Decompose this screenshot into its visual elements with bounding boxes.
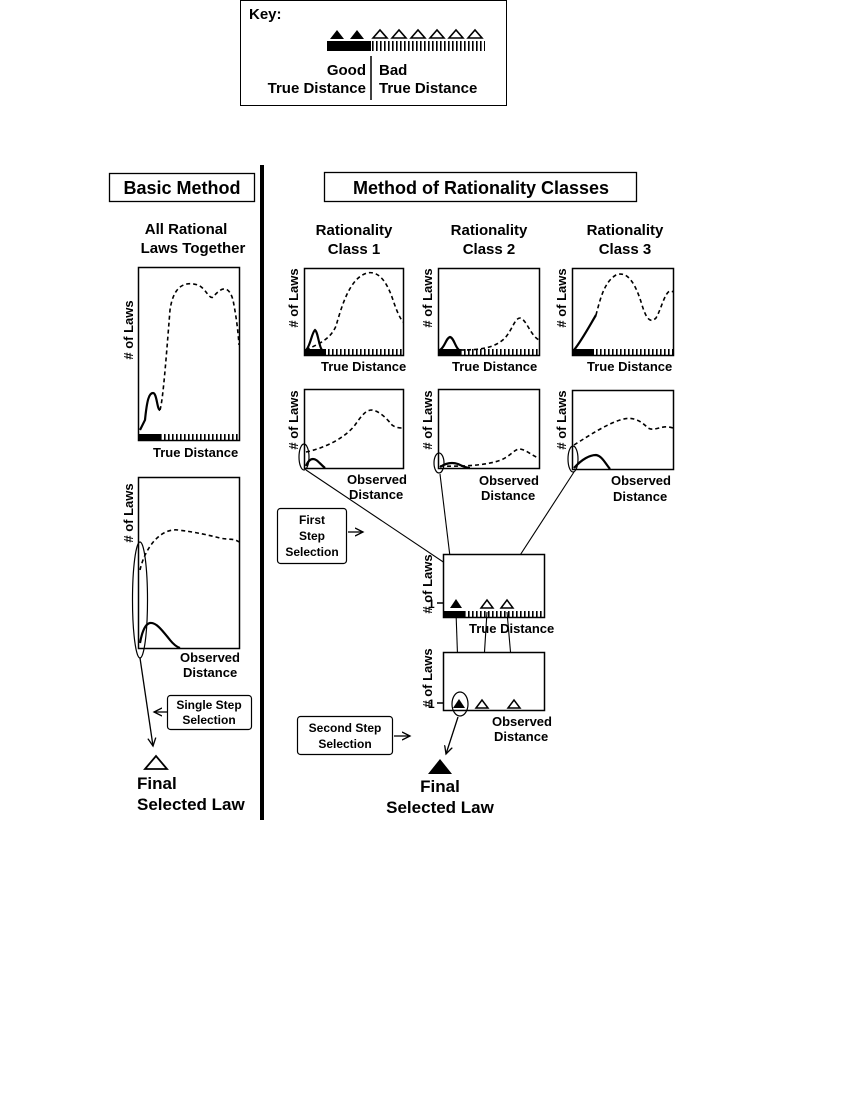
basic-observed-plot: # of Laws Observed Distance: [121, 476, 241, 680]
key-good-label-1: Good: [327, 62, 366, 79]
section-divider: [260, 165, 264, 820]
class-1-obs-ylabel: # of Laws: [286, 390, 301, 449]
single-step-label-2: Selection: [182, 713, 235, 727]
combined-true-good-law-icon: [450, 599, 462, 608]
class-1-true-plot: # of Laws True Distance: [286, 267, 406, 374]
class-2-true-xlabel: True Distance: [452, 359, 537, 374]
key-good-bar: [327, 41, 371, 51]
basic-true-xlabel: True Distance: [153, 445, 238, 460]
basic-true-plot: # of Laws True Distance: [121, 266, 241, 460]
class-1-title-1: Rationality: [316, 222, 393, 239]
class-1-obs-xlabel-2: Distance: [349, 487, 403, 502]
single-step-label-1: Single Step: [176, 698, 241, 712]
combined-obs-tick: 1: [428, 697, 435, 711]
second-step-selection-box: Second Step Selection: [296, 715, 394, 756]
class-1-true-xlabel: True Distance: [321, 359, 406, 374]
basic-subtitle-2: Laws Together: [141, 240, 246, 257]
class-2-obs-xlabel-1: Observed: [479, 473, 539, 488]
key-bad-label-2: True Distance: [379, 80, 477, 97]
class-3-obs-xlabel-2: Distance: [613, 489, 667, 504]
combined-obs-good-law-icon: [453, 699, 465, 708]
class-3-obs-ylabel: # of Laws: [554, 390, 569, 449]
combined-true-ylabel: # of Laws: [420, 554, 435, 613]
combined-true-tick: 1: [428, 597, 435, 611]
first-step-label-1: First: [299, 513, 325, 527]
combined-observed-plot: 1 # of Laws Observed Distance: [420, 648, 552, 744]
class-3-obs-xlabel-1: Observed: [611, 473, 671, 488]
combined-true-bad-law-icon: [479, 598, 495, 609]
class-2-true-plot: # of Laws True Distance: [420, 267, 541, 374]
first-step-label-2: Step: [299, 529, 325, 543]
key-title: Key:: [249, 6, 282, 23]
basic-obs-xlabel-2: Distance: [183, 665, 237, 680]
class-2-true-ylabel: # of Laws: [420, 268, 435, 327]
combined-true-xlabel: True Distance: [469, 621, 554, 636]
class-3-true-plot: # of Laws True Distance: [554, 267, 675, 374]
basic-final-label-1: Final: [137, 774, 177, 793]
class-1-true-ylabel: # of Laws: [286, 268, 301, 327]
key-good-label-2: True Distance: [268, 80, 366, 97]
key-box: Key: Good True Distance Bad True Distanc…: [240, 0, 507, 106]
class-3-true-ylabel: # of Laws: [554, 268, 569, 327]
combined-obs-ylabel: # of Laws: [420, 648, 435, 707]
combined-true-plot: 1 # of Laws True Distance: [420, 553, 554, 636]
class-3-title-1: Rationality: [587, 222, 664, 239]
class-3-title-2: Class 3: [599, 241, 652, 258]
basic-obs-xlabel-1: Observed: [180, 650, 240, 665]
class-2-title-2: Class 2: [463, 241, 516, 258]
basic-method-section: Basic Method All Rational Laws Together …: [108, 172, 256, 814]
combined-obs-bad-law-icon: [474, 698, 490, 709]
combined-obs-bad-law-icon: [506, 698, 522, 709]
rationality-method-heading: Method of Rationality Classes: [353, 178, 609, 198]
rational-final-label-1: Final: [420, 777, 460, 796]
second-step-label-2: Selection: [318, 737, 371, 751]
key-bad-triangles-icon: [371, 28, 484, 39]
class-2-title-1: Rationality: [451, 222, 528, 239]
rational-final-law-icon: [428, 759, 452, 774]
key-bad-label-1: Bad: [379, 62, 407, 79]
basic-final-law-icon: [143, 754, 169, 770]
rationality-method-section: Method of Rationality Classes Rationalit…: [276, 171, 675, 817]
class-2-obs-ylabel: # of Laws: [420, 390, 435, 449]
single-step-selection-box: Single Step Selection: [166, 694, 253, 731]
basic-method-heading: Basic Method: [123, 178, 240, 198]
second-step-label-1: Second Step: [309, 721, 382, 735]
combined-true-bad-law-icon: [499, 598, 515, 609]
basic-final-label-2: Selected Law: [137, 795, 245, 814]
combined-obs-xlabel-2: Distance: [494, 729, 548, 744]
class-3-observed-plot: # of Laws Observed Distance: [554, 389, 675, 504]
key-good-triangles-icon: [330, 30, 364, 39]
class-1-obs-xlabel-1: Observed: [347, 472, 407, 487]
rational-final-label-2: Selected Law: [386, 798, 494, 817]
class-2-observed-plot: # of Laws Observed Distance: [420, 388, 541, 503]
first-step-selection-box: First Step Selection: [276, 507, 348, 565]
first-step-label-3: Selection: [285, 545, 338, 559]
basic-obs-ylabel: # of Laws: [121, 483, 136, 542]
class-1-title-2: Class 1: [328, 241, 381, 258]
class-2-obs-xlabel-2: Distance: [481, 488, 535, 503]
basic-true-ylabel: # of Laws: [121, 300, 136, 359]
key-bad-bar: [371, 41, 485, 51]
class-3-true-xlabel: True Distance: [587, 359, 672, 374]
class-1-observed-plot: # of Laws Observed Distance: [286, 388, 407, 502]
combined-obs-xlabel-1: Observed: [492, 714, 552, 729]
basic-subtitle-1: All Rational: [145, 221, 228, 238]
